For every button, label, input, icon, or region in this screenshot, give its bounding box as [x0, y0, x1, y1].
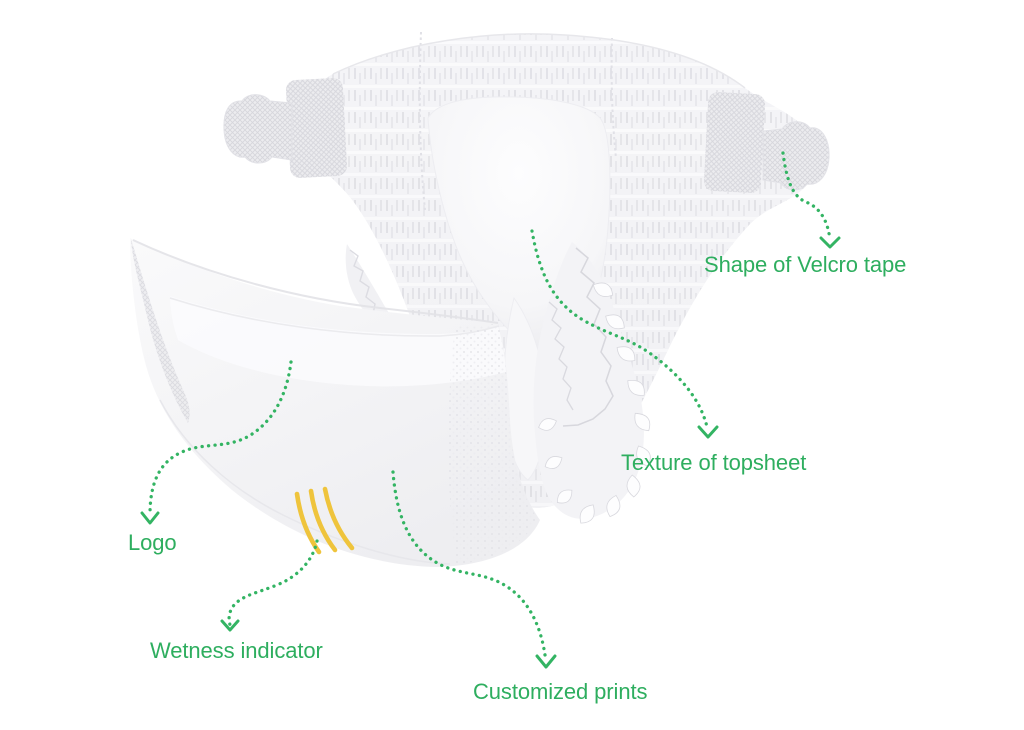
label-logo: Logo: [128, 530, 177, 555]
annotation-arrows: [140, 151, 841, 669]
front-panel: [130, 238, 540, 567]
left-tape-tab: [223, 94, 293, 164]
wetness-arrow: [227, 539, 319, 627]
wetness-arrowhead: [220, 619, 240, 632]
left-tape-patch: [285, 78, 348, 178]
front-panel-bottom-edge: [159, 399, 451, 565]
topsheet-arrowhead: [697, 425, 719, 439]
front-panel-fold-line: [132, 239, 499, 324]
label-wetness-indicator: Wetness indicator: [150, 638, 323, 663]
right-cuff-outer-serration: [562, 247, 614, 427]
velcro-tape-arrowhead: [819, 236, 841, 249]
wetness-stripe-2: [308, 488, 338, 553]
right-cuff-band: [533, 242, 644, 519]
right-tape-tab: [762, 121, 830, 191]
left-tape-wing: [223, 78, 348, 178]
velcro-tape-arrow: [781, 151, 832, 242]
right-tape-wing: [703, 92, 830, 193]
logo-arrow: [148, 360, 293, 516]
logo-arrowhead: [140, 511, 160, 525]
right-leg-cuff-ruffles: [533, 242, 651, 524]
right-cuff-folds: [538, 282, 651, 524]
label-customized-prints: Customized prints: [473, 679, 648, 704]
wetness-stripe-3: [322, 486, 355, 551]
waistband-seam-left: [418, 31, 426, 211]
waistband-seam-right: [610, 37, 617, 159]
prints-arrowhead: [535, 654, 557, 669]
back-panel-top-edge: [332, 33, 746, 89]
right-tape-patch: [703, 92, 766, 193]
frontal-tape-band: [170, 296, 506, 387]
topsheet-arrow: [530, 229, 709, 429]
label-topsheet: Texture of topsheet: [621, 450, 807, 475]
right-cuff-inner-serration: [548, 301, 574, 411]
left-cuff-band: [345, 244, 414, 347]
label-velcro-tape: Shape of Velcro tape: [704, 252, 907, 277]
front-panel-texture: [448, 323, 538, 564]
front-panel-ear: [131, 239, 190, 423]
